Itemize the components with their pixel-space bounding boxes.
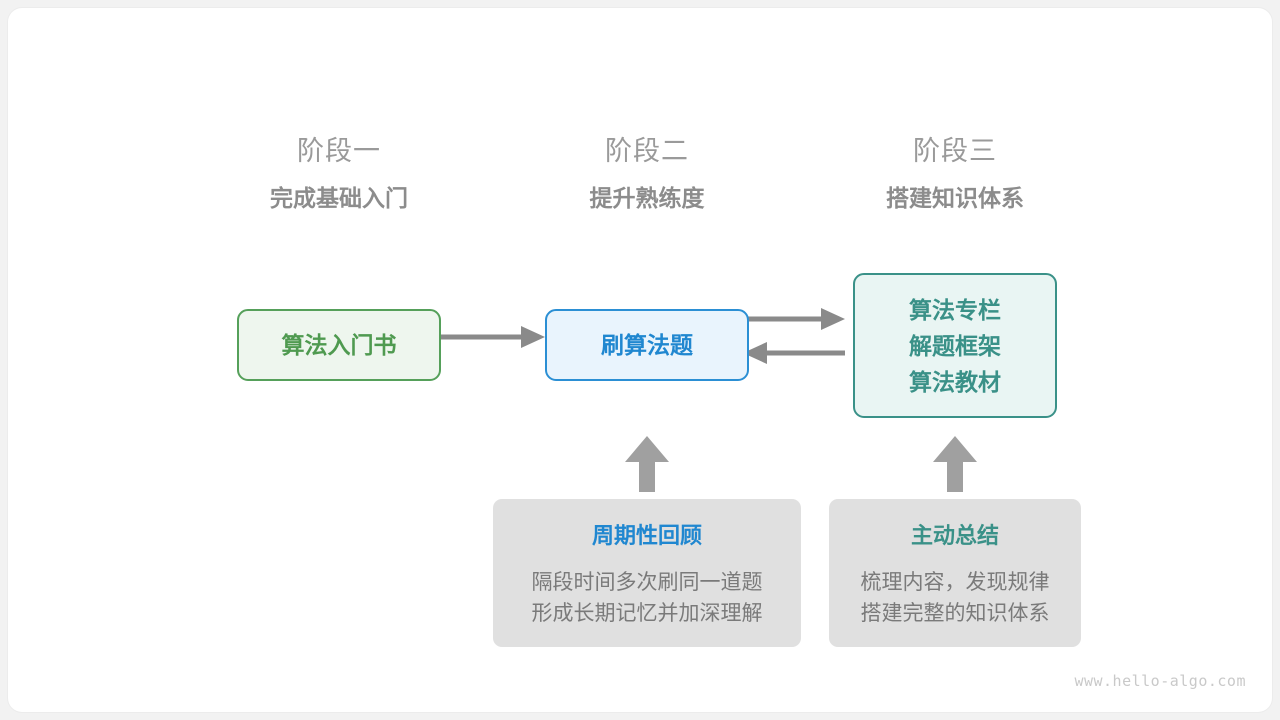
phase-heading-2: 阶段二 提升熟练度 [517, 134, 777, 214]
note-summary-body-line-1: 梳理内容，发现规律 [860, 571, 1050, 594]
arrow-review-to-practice [625, 436, 669, 492]
arrow-system-to-practice [743, 342, 845, 364]
phase-heading-3: 阶段三 搭建知识体系 [825, 134, 1085, 214]
node-system-line-1: 算法专栏 [909, 296, 1001, 323]
note-active-summary[interactable]: 主动总结 梳理内容，发现规律 搭建完整的知识体系 [829, 499, 1081, 647]
node-algorithm-intro-book[interactable]: 算法入门书 [237, 309, 441, 381]
arrow-book-to-practice [435, 326, 545, 348]
watermark-url: www.hello-algo.com [1074, 672, 1246, 690]
phase-1-number: 阶段一 [297, 136, 381, 166]
arrow-summary-to-system [933, 436, 977, 492]
phase-3-number: 阶段三 [913, 136, 997, 166]
note-review-title: 周期性回顾 [591, 523, 702, 548]
node-practice-problems[interactable]: 刷算法题 [545, 309, 749, 381]
note-periodic-review[interactable]: 周期性回顾 隔段时间多次刷同一道题 形成长期记忆并加深理解 [493, 499, 801, 647]
note-review-body: 隔段时间多次刷同一道题 形成长期记忆并加深理解 [493, 567, 801, 629]
note-review-body-line-1: 隔段时间多次刷同一道题 [531, 571, 763, 594]
node-knowledge-system[interactable]: 算法专栏 解题框架 算法教材 [853, 273, 1057, 418]
note-summary-title: 主动总结 [910, 523, 999, 548]
note-summary-body-line-2: 搭建完整的知识体系 [860, 602, 1050, 625]
phase-3-name: 搭建知识体系 [886, 185, 1024, 211]
phase-1-name: 完成基础入门 [270, 185, 408, 211]
diagram-card: 阶段一 完成基础入门 阶段二 提升熟练度 阶段三 搭建知识体系 算法入门书 刷算… [8, 8, 1272, 712]
phase-2-name: 提升熟练度 [589, 185, 705, 211]
node-book-line-1: 算法入门书 [281, 332, 397, 358]
node-practice-line-1: 刷算法题 [601, 332, 693, 358]
node-system-line-2: 解题框架 [909, 332, 1001, 359]
note-review-body-line-2: 形成长期记忆并加深理解 [531, 602, 763, 625]
phase-2-number: 阶段二 [605, 136, 689, 166]
arrow-practice-to-system [743, 308, 845, 330]
node-system-line-3: 算法教材 [909, 368, 1001, 395]
note-summary-body: 梳理内容，发现规律 搭建完整的知识体系 [829, 567, 1081, 629]
phase-heading-1: 阶段一 完成基础入门 [209, 134, 469, 214]
